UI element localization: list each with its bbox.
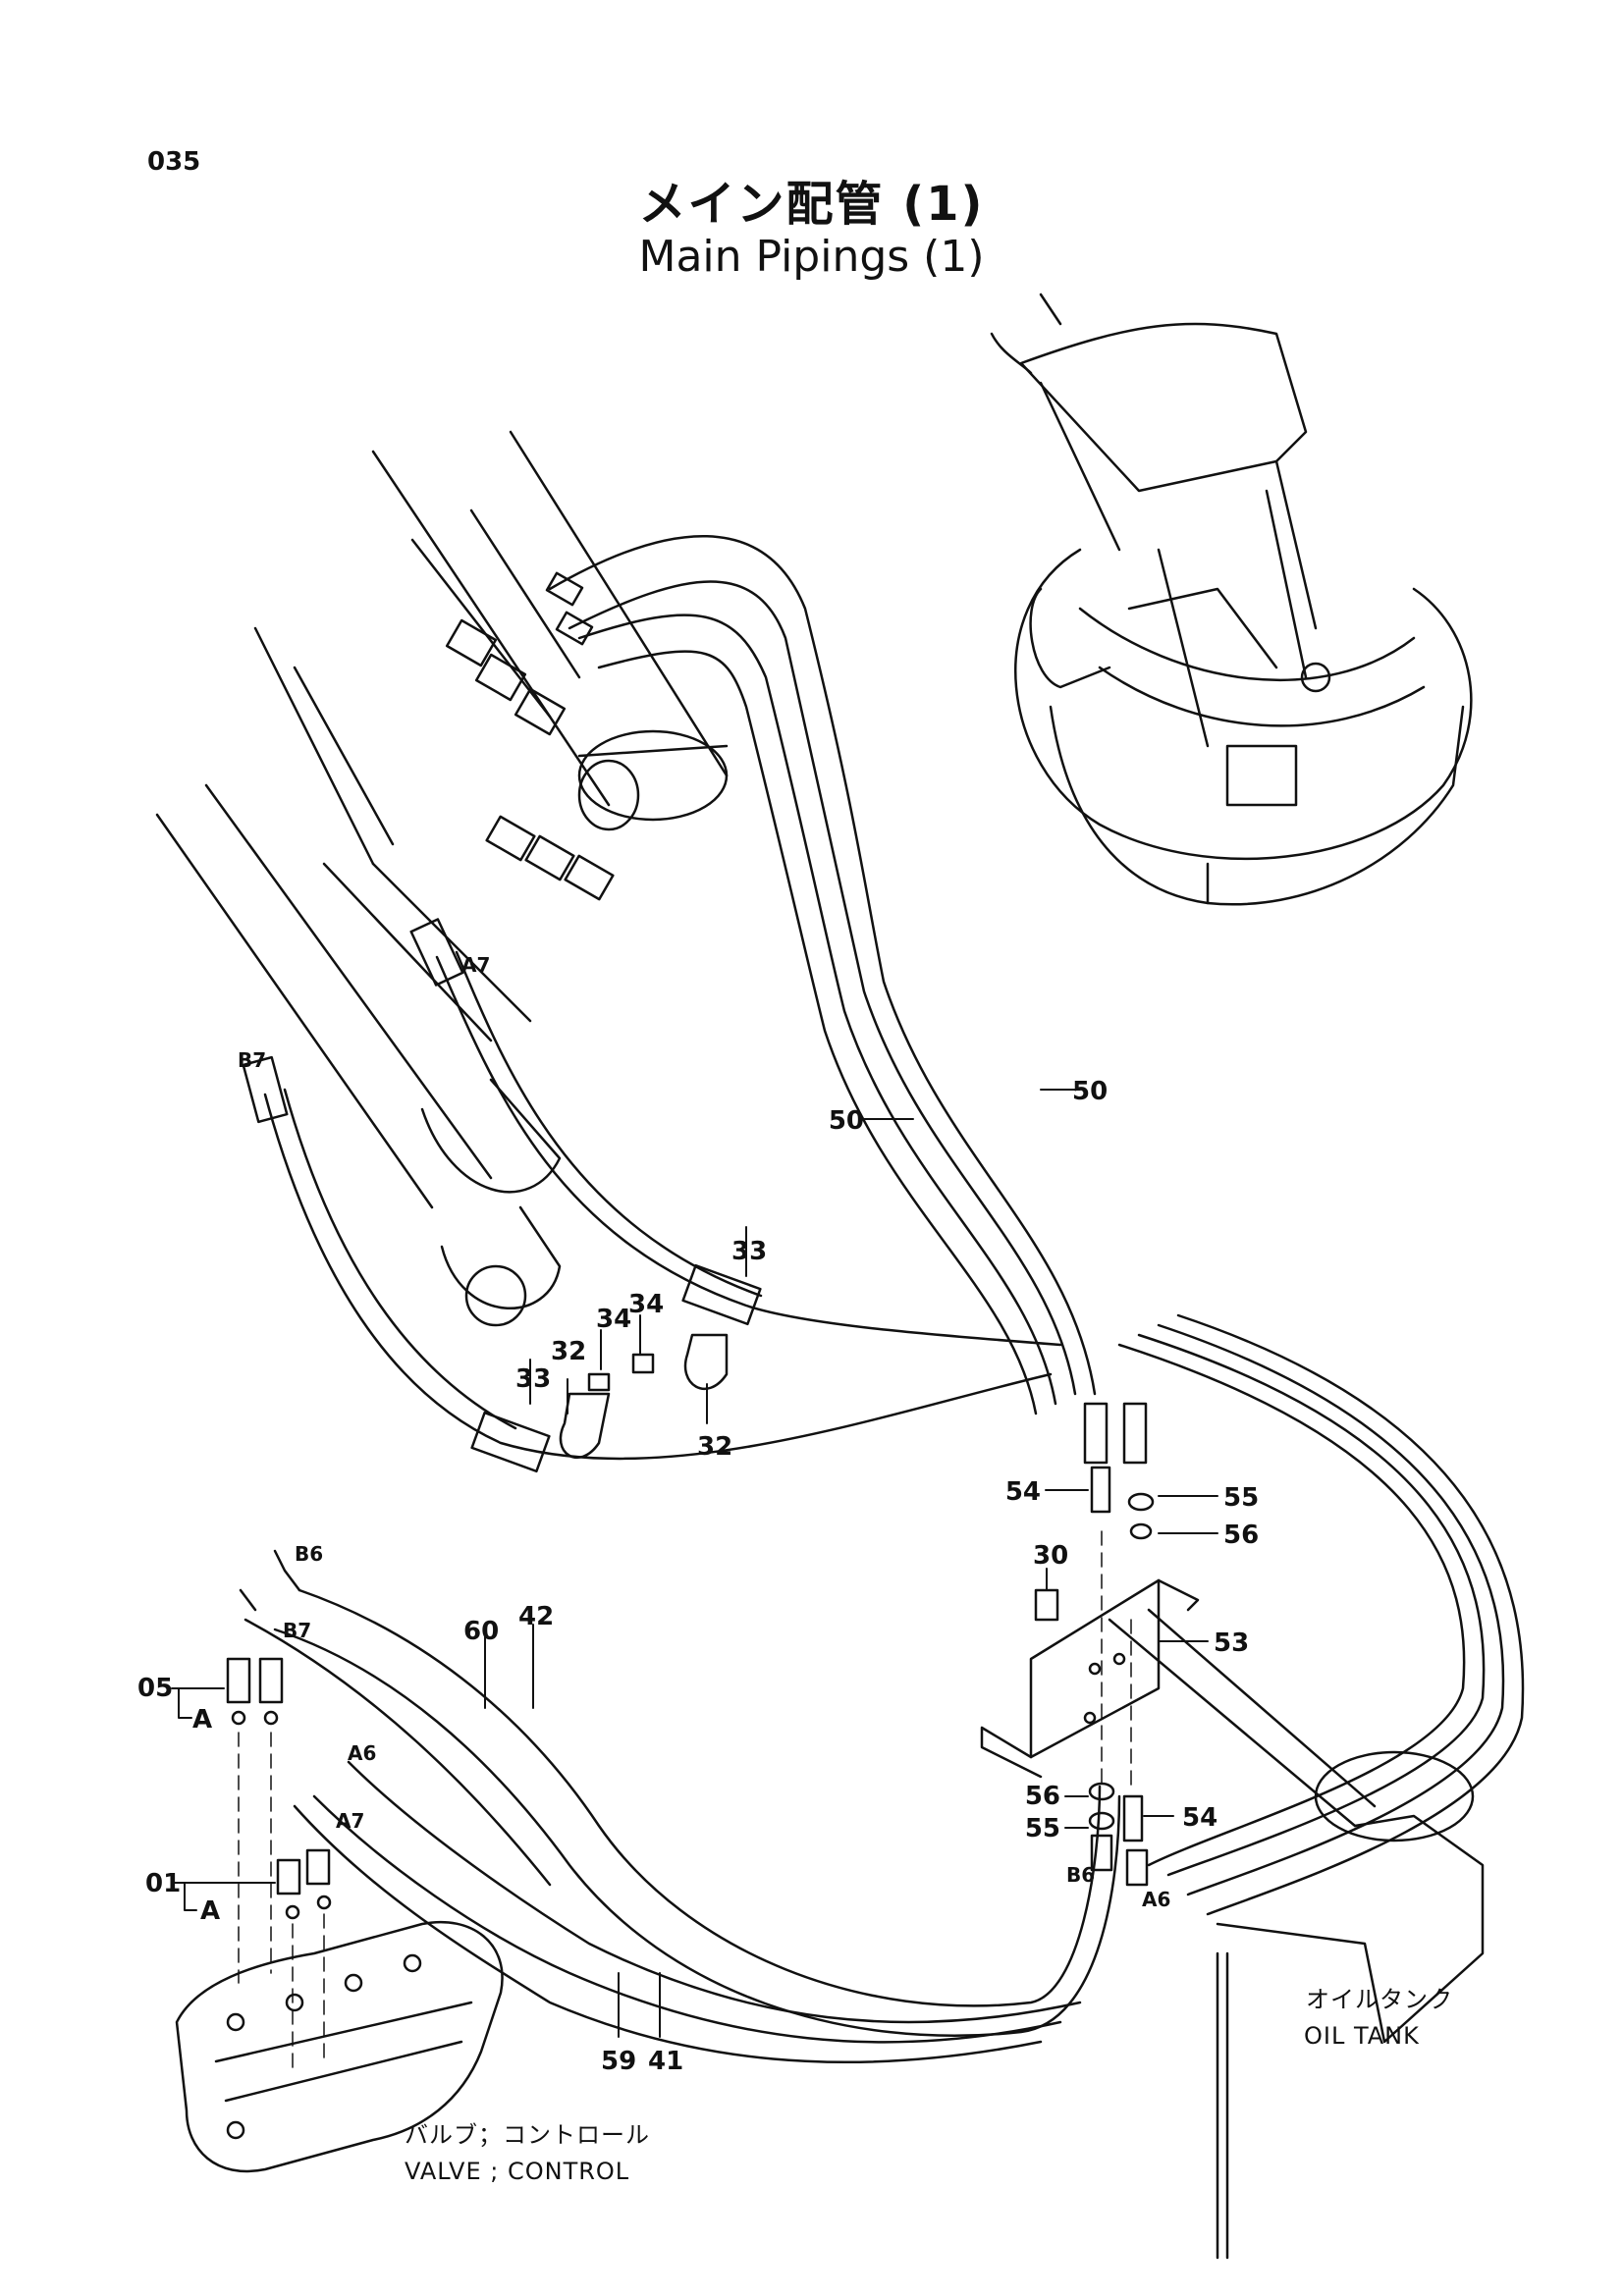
callout-55-upper: 55 — [1223, 1483, 1259, 1513]
hose-a7-b7-upper — [242, 918, 1062, 1473]
hose-60-42 — [243, 1588, 1121, 2038]
callout-59: 59 — [601, 2047, 636, 2076]
port-label-a7-upper: A7 — [461, 953, 490, 977]
valve-caption-jp: バルブ；コントロール — [405, 2121, 650, 2149]
assembly-lines — [238, 1530, 1132, 2072]
callout-numbers: 50 50 33 33 34 34 32 32 54 54 55 55 56 5… — [137, 1077, 1259, 2076]
callout-54-lower: 54 — [1182, 1803, 1217, 1833]
callout-32-right: 32 — [697, 1432, 732, 1462]
callout-54-upper: 54 — [1005, 1477, 1041, 1507]
page-title-japanese: メイン配管 (1) — [638, 177, 985, 232]
hose-50-pair — [548, 534, 1148, 1465]
port-label-a6-right: A6 — [1142, 1888, 1170, 1911]
port-label-a6-left: A6 — [348, 1741, 376, 1765]
left-fittings — [226, 1549, 332, 1920]
callout-56-lower: 56 — [1025, 1782, 1060, 1811]
hose-59-41 — [293, 1760, 1082, 2064]
hose-lower-loop — [1117, 1313, 1525, 1916]
page-title-english: Main Pipings (1) — [638, 232, 985, 282]
port-label-b6-left: B6 — [295, 1542, 323, 1566]
callout-41: 41 — [648, 2047, 683, 2076]
callout-50-left: 50 — [829, 1106, 864, 1136]
boom — [371, 430, 729, 831]
port-label-a7-left: A7 — [336, 1809, 364, 1833]
bracket-53 — [980, 1578, 1377, 1828]
callout-32-left: 32 — [551, 1337, 586, 1366]
page-number: 035 — [147, 147, 201, 177]
callout-55-lower: 55 — [1025, 1814, 1060, 1843]
captions: オイルタンク OIL TANK バルブ；コントロール VALVE ; CONTR… — [405, 1986, 1453, 2185]
port-label-b6-right: B6 — [1066, 1863, 1095, 1887]
clamps — [559, 1333, 729, 1460]
callout-53: 53 — [1214, 1629, 1249, 1658]
oil-tank-caption-jp: オイルタンク — [1306, 1986, 1453, 2013]
callout-34-right: 34 — [628, 1290, 664, 1319]
port-label-b7-upper: B7 — [238, 1048, 266, 1072]
callout-60: 60 — [463, 1617, 499, 1646]
callout-33-lower: 33 — [515, 1364, 551, 1394]
leader-lines — [171, 1089, 1218, 2038]
port-label-b7-left: B7 — [283, 1619, 311, 1642]
oil-tank — [1216, 1750, 1485, 2260]
arm-cylinder — [155, 626, 562, 1327]
callout-33-upper: 33 — [731, 1237, 767, 1266]
callout-42: 42 — [518, 1602, 554, 1631]
valve-caption-en: VALVE ; CONTROL — [405, 2158, 629, 2185]
callout-56-upper: 56 — [1223, 1521, 1259, 1550]
oil-tank-caption-en: OIL TANK — [1304, 2022, 1420, 2050]
callout-30: 30 — [1033, 1541, 1068, 1571]
excavator-upper-structure — [990, 293, 1473, 906]
boom-fittings — [445, 571, 615, 901]
small-parts — [1034, 1466, 1155, 1887]
port-label-a-lower: A — [200, 1896, 220, 1926]
callout-50-right: 50 — [1072, 1077, 1108, 1106]
callout-34-left: 34 — [596, 1305, 631, 1334]
port-label-a-upper: A — [192, 1705, 212, 1735]
control-valve — [175, 1920, 504, 2173]
port-labels: A7 B7 B6 B7 A6 A7 B6 A6 A A — [192, 953, 1170, 1926]
callout-01: 01 — [145, 1869, 181, 1898]
callout-05: 05 — [137, 1674, 173, 1703]
